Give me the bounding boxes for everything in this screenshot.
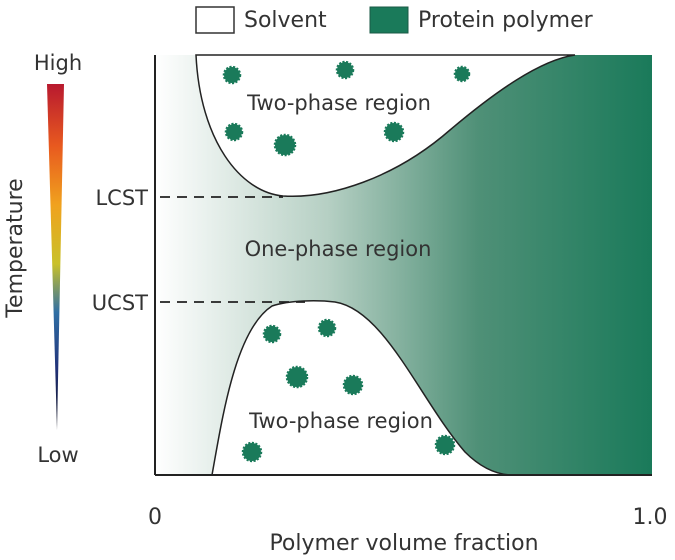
polymer-droplets (222, 60, 471, 463)
temperature-low-label: Low (37, 443, 78, 467)
temperature-gradient-bar (47, 84, 64, 430)
temperature-scale: High Low Temperature (3, 51, 82, 467)
polymer-droplet (453, 65, 471, 83)
polymer-droplet (434, 434, 456, 456)
x-axis-label: Polymer volume fraction (269, 531, 538, 556)
polymer-droplet (383, 121, 405, 143)
ucst-label: UCST (92, 291, 148, 315)
polymer-droplet (285, 365, 309, 389)
lower-region-label: Two-phase region (248, 409, 433, 433)
polymer-droplet (342, 374, 364, 396)
legend-polymer-label: Protein polymer (418, 8, 594, 33)
temperature-axis-label: Temperature (3, 178, 28, 318)
polymer-droplet (335, 60, 355, 80)
legend-solvent-swatch (195, 6, 235, 34)
x-axis: 0 1.0 Polymer volume fraction (148, 505, 668, 556)
middle-region-label: One-phase region (245, 237, 432, 261)
upper-two-phase-region (195, 54, 576, 198)
polymer-droplet (222, 65, 242, 85)
upper-region-label: Two-phase region (246, 91, 431, 115)
temperature-high-label: High (34, 51, 82, 75)
legend: Solvent Protein polymer (195, 6, 594, 34)
x-axis-max-label: 1.0 (633, 505, 668, 530)
polymer-droplet (262, 324, 282, 344)
legend-solvent-label: Solvent (244, 8, 327, 33)
polymer-droplet (273, 133, 297, 157)
polymer-droplet (224, 122, 244, 142)
polymer-droplet (241, 441, 263, 463)
legend-polymer-swatch (369, 6, 409, 34)
polymer-droplet (317, 318, 337, 338)
x-axis-min-label: 0 (148, 505, 162, 530)
plot-area: LCST UCST Two-phase region One-phase reg… (92, 54, 652, 476)
lcst-label: LCST (95, 186, 148, 210)
